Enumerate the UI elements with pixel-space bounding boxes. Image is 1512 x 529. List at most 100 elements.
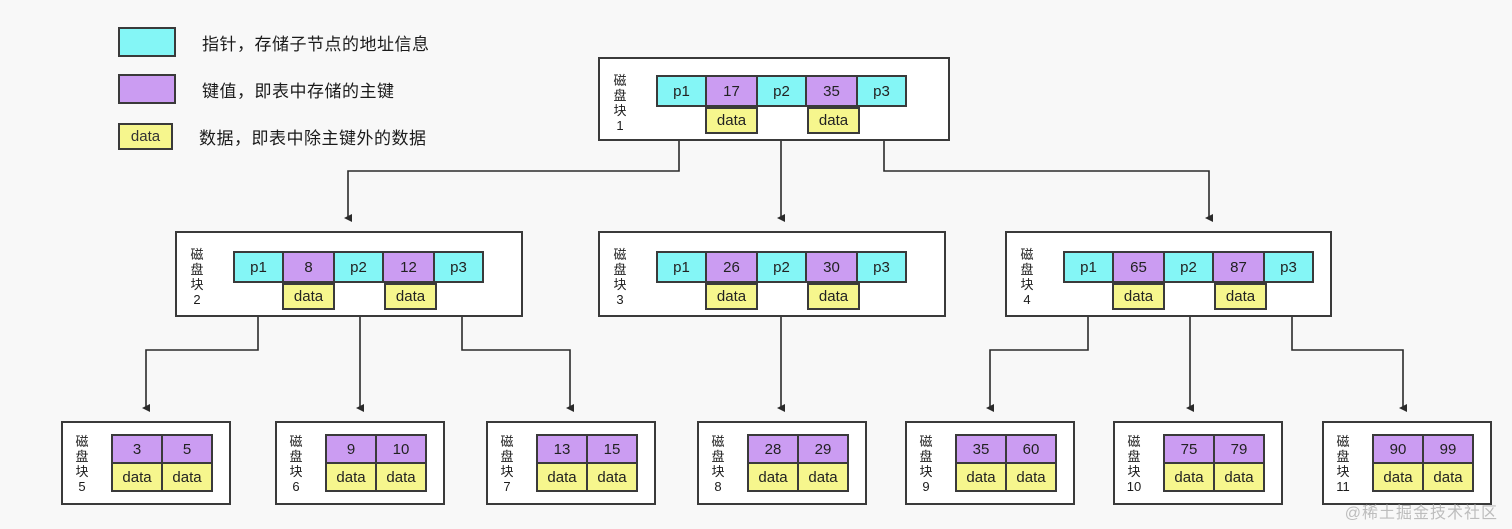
legend-label-pointer: 指针，存储子节点的地址信息 <box>202 34 430 54</box>
cell-ptr-p2: p2 <box>756 75 807 107</box>
node-block4-label: 磁盘块4 <box>1020 247 1034 307</box>
leaf-key-13: 13 <box>536 434 588 464</box>
leaf-key-15: 15 <box>586 434 638 464</box>
leaf-col: 90 data <box>1372 434 1424 492</box>
cell-key-8: 8 <box>282 251 335 283</box>
leaf-col: 5 data <box>161 434 213 492</box>
leaf-data-cell: data <box>161 462 213 492</box>
node-block11-grid: 90 data 99 data <box>1372 434 1474 492</box>
node-block7-grid: 13 data 15 data <box>536 434 638 492</box>
data-box-block3-2: data <box>807 283 860 310</box>
node-block8-grid: 28 data 29 data <box>747 434 849 492</box>
data-box-block2-1: data <box>282 283 335 310</box>
cell-ptr-p2: p2 <box>756 251 807 283</box>
leaf-key-29: 29 <box>797 434 849 464</box>
legend: 指针，存储子节点的地址信息 键值，即表中存储的主键 data 数据，即表中除主键… <box>118 22 538 163</box>
cell-ptr-p3: p3 <box>433 251 484 283</box>
cell-key-17: 17 <box>705 75 758 107</box>
leaf-col: 99 data <box>1422 434 1474 492</box>
leaf-key-28: 28 <box>747 434 799 464</box>
node-block10-grid: 75 data 79 data <box>1163 434 1265 492</box>
leaf-col: 29 data <box>797 434 849 492</box>
node-block7-label: 磁盘块7 <box>500 434 514 494</box>
cell-ptr-p1: p1 <box>1063 251 1114 283</box>
leaf-data-cell: data <box>1163 462 1215 492</box>
node-block3-label: 磁盘块3 <box>613 247 627 307</box>
node-block6-grid: 9 data 10 data <box>325 434 427 492</box>
legend-label-data: 数据，即表中除主键外的数据 <box>199 128 427 148</box>
cell-key-12: 12 <box>382 251 435 283</box>
leaf-col: 9 data <box>325 434 377 492</box>
node-block2-label: 磁盘块2 <box>190 247 204 307</box>
cell-key-35: 35 <box>805 75 858 107</box>
cell-ptr-p3: p3 <box>1263 251 1314 283</box>
leaf-data-cell: data <box>1213 462 1265 492</box>
leaf-key-90: 90 <box>1372 434 1424 464</box>
node-block9-grid: 35 data 60 data <box>955 434 1057 492</box>
leaf-data-cell: data <box>586 462 638 492</box>
cell-ptr-p3: p3 <box>856 75 907 107</box>
data-box-block3-1: data <box>705 283 758 310</box>
data-box-block1-1: data <box>705 107 758 134</box>
leaf-col: 28 data <box>747 434 799 492</box>
leaf-key-10: 10 <box>375 434 427 464</box>
node-block5-grid: 3 data 5 data <box>111 434 213 492</box>
cell-key-26: 26 <box>705 251 758 283</box>
node-block2-cells: p1 8 p2 12 p3 <box>233 251 484 283</box>
data-swatch: data <box>118 122 173 150</box>
leaf-data-cell: data <box>325 462 377 492</box>
leaf-data-cell: data <box>1005 462 1057 492</box>
cell-key-65: 65 <box>1112 251 1165 283</box>
node-block1-label: 磁盘块1 <box>613 73 627 133</box>
node-block6-label: 磁盘块6 <box>289 434 303 494</box>
leaf-key-3: 3 <box>111 434 163 464</box>
data-box-block1-2: data <box>807 107 860 134</box>
leaf-col: 3 data <box>111 434 163 492</box>
leaf-data-cell: data <box>797 462 849 492</box>
leaf-key-75: 75 <box>1163 434 1215 464</box>
cell-ptr-p2: p2 <box>1163 251 1214 283</box>
leaf-col: 10 data <box>375 434 427 492</box>
node-block8-label: 磁盘块8 <box>711 434 725 494</box>
leaf-data-cell: data <box>1422 462 1474 492</box>
leaf-data-cell: data <box>111 462 163 492</box>
cell-key-87: 87 <box>1212 251 1265 283</box>
leaf-col: 60 data <box>1005 434 1057 492</box>
node-block3-cells: p1 26 p2 30 p3 <box>656 251 907 283</box>
leaf-col: 79 data <box>1213 434 1265 492</box>
node-block4-cells: p1 65 p2 87 p3 <box>1063 251 1314 283</box>
leaf-key-79: 79 <box>1213 434 1265 464</box>
leaf-data-cell: data <box>747 462 799 492</box>
node-block9-label: 磁盘块9 <box>919 434 933 494</box>
leaf-key-35: 35 <box>955 434 1007 464</box>
leaf-col: 35 data <box>955 434 1007 492</box>
node-block1-cells: p1 17 p2 35 p3 <box>656 75 907 107</box>
leaf-key-5: 5 <box>161 434 213 464</box>
cell-ptr-p1: p1 <box>233 251 284 283</box>
leaf-col: 13 data <box>536 434 588 492</box>
legend-item-pointer: 指针，存储子节点的地址信息 <box>118 22 538 62</box>
leaf-key-9: 9 <box>325 434 377 464</box>
node-block11-label: 磁盘块11 <box>1336 434 1350 494</box>
leaf-data-cell: data <box>1372 462 1424 492</box>
leaf-key-60: 60 <box>1005 434 1057 464</box>
leaf-data-cell: data <box>375 462 427 492</box>
leaf-data-cell: data <box>955 462 1007 492</box>
leaf-col: 15 data <box>586 434 638 492</box>
watermark: @稀土掘金技术社区 <box>1344 505 1498 522</box>
cell-ptr-p1: p1 <box>656 251 707 283</box>
node-block10-label: 磁盘块10 <box>1126 434 1142 494</box>
key-swatch <box>118 74 176 104</box>
data-box-block2-2: data <box>384 283 437 310</box>
cell-ptr-p3: p3 <box>856 251 907 283</box>
legend-label-key: 键值，即表中存储的主键 <box>202 81 395 101</box>
pointer-swatch <box>118 27 176 57</box>
data-box-block4-1: data <box>1112 283 1165 310</box>
legend-item-key: 键值，即表中存储的主键 <box>118 69 538 109</box>
cell-ptr-p1: p1 <box>656 75 707 107</box>
node-block5-label: 磁盘块5 <box>75 434 89 494</box>
cell-ptr-p2: p2 <box>333 251 384 283</box>
leaf-data-cell: data <box>536 462 588 492</box>
data-box-block4-2: data <box>1214 283 1267 310</box>
